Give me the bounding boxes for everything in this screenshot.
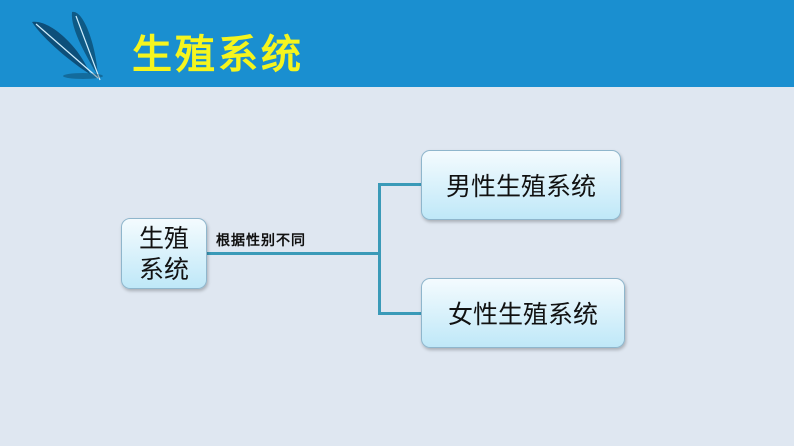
- root-line1: 生殖: [138, 223, 189, 253]
- root-node: 生殖系统: [121, 218, 207, 289]
- connector-female: [378, 312, 422, 315]
- connector-male: [378, 183, 422, 186]
- feather-icon: [32, 11, 103, 81]
- connector-main: [205, 252, 381, 255]
- connector-vertical: [378, 183, 381, 315]
- header-bar: 生殖系统: [0, 0, 794, 87]
- root-line2: 系统: [138, 254, 189, 284]
- edge-label: 根据性别不同: [216, 233, 306, 249]
- female-node: 女性生殖系统: [421, 278, 625, 348]
- male-node: 男性生殖系统: [421, 150, 621, 220]
- page-title: 生殖系统: [132, 32, 304, 78]
